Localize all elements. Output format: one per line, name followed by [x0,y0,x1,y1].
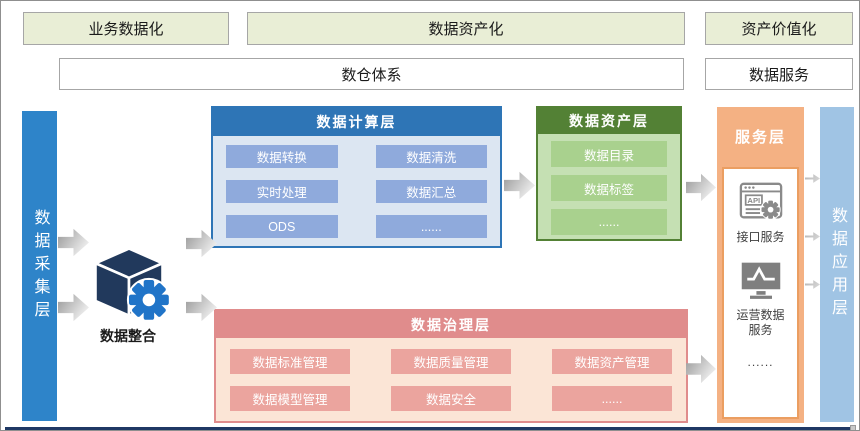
asset-layer-title: 数据资产层 [538,108,680,134]
arrow-compute-to-asset [504,171,535,200]
ops-data-service-label: 运营数据服务 [736,307,785,338]
cube-gear-icon [94,247,171,322]
resize-handle [850,425,856,430]
box-data-service: 数据服务 [705,58,853,90]
governance-cell: ...... [552,386,672,411]
governance-layer-title: 数据治理层 [216,311,686,338]
asset-layer-box: 数据资产层 数据目录 数据标签 ...... [536,106,682,241]
banner-asset-valorization: 资产价值化 [705,12,853,45]
asset-layer-grid: 数据目录 数据标签 ...... [538,134,680,242]
box-data-warehouse-system: 数仓体系 [59,58,684,90]
api-browser-icon: API [739,182,782,220]
compute-layer-title: 数据计算层 [213,108,500,136]
governance-layer-box: 数据治理层 数据标准管理 数据质量管理 数据资产管理 数据模型管理 数据安全 .… [214,309,688,423]
arrow-service-to-application-3 [805,280,820,289]
service-layer-title: 服务层 [734,128,786,146]
svg-text:API: API [747,196,760,205]
service-layer-panel: API 接口服务 [722,167,799,419]
arrow-service-to-application-2 [805,232,820,241]
compute-cell: ...... [375,215,487,238]
governance-cell: 数据资产管理 [552,349,672,374]
right-bar-data-application-layer: 数据应用层 [820,107,854,422]
bottom-divider-line [5,427,850,430]
service-more-label: ...... [747,354,774,369]
integration-label: 数据整合 [100,328,156,344]
right-bar-label: 数据应用层 [829,207,846,322]
banner-label: 资产价值化 [741,21,817,38]
asset-cell: 数据目录 [551,141,667,167]
chart-monitor-icon [741,262,780,299]
governance-cell: 数据质量管理 [391,349,511,374]
compute-cell: ODS [226,215,338,238]
banner-label: 数据资产化 [428,21,504,38]
compute-cell: 数据汇总 [375,180,487,203]
left-bar-data-collection-layer: 数据采集层 [22,111,57,421]
arrow-service-to-application-1 [805,174,820,183]
governance-layer-grid: 数据标准管理 数据质量管理 数据资产管理 数据模型管理 数据安全 ...... [216,338,686,422]
api-service-label: 接口服务 [736,230,785,244]
service-layer-box: 服务层 API [717,107,804,423]
compute-cell: 数据转换 [226,145,338,168]
banner-business-datafication: 业务数据化 [23,12,229,45]
arrow-asset-to-service [686,173,716,202]
banner-label: 业务数据化 [88,21,164,38]
box-label: 数据服务 [748,66,809,84]
compute-layer-grid: 数据转换 数据清洗 实时处理 数据汇总 ODS ...... [213,136,500,247]
compute-layer-box: 数据计算层 数据转换 数据清洗 实时处理 数据汇总 ODS ...... [211,106,502,248]
box-label: 数仓体系 [341,66,402,84]
banner-data-assetization: 数据资产化 [247,12,685,45]
asset-cell: 数据标签 [551,175,667,201]
asset-cell: ...... [551,209,667,235]
compute-cell: 实时处理 [226,180,338,203]
compute-cell: 数据清洗 [375,145,487,168]
governance-cell: 数据标准管理 [230,349,350,374]
arrow-governance-to-service [686,354,716,384]
governance-cell: 数据模型管理 [230,386,350,411]
left-bar-label: 数据采集层 [31,208,49,324]
governance-cell: 数据安全 [391,386,511,411]
arrow-integration-to-governance [186,293,217,322]
